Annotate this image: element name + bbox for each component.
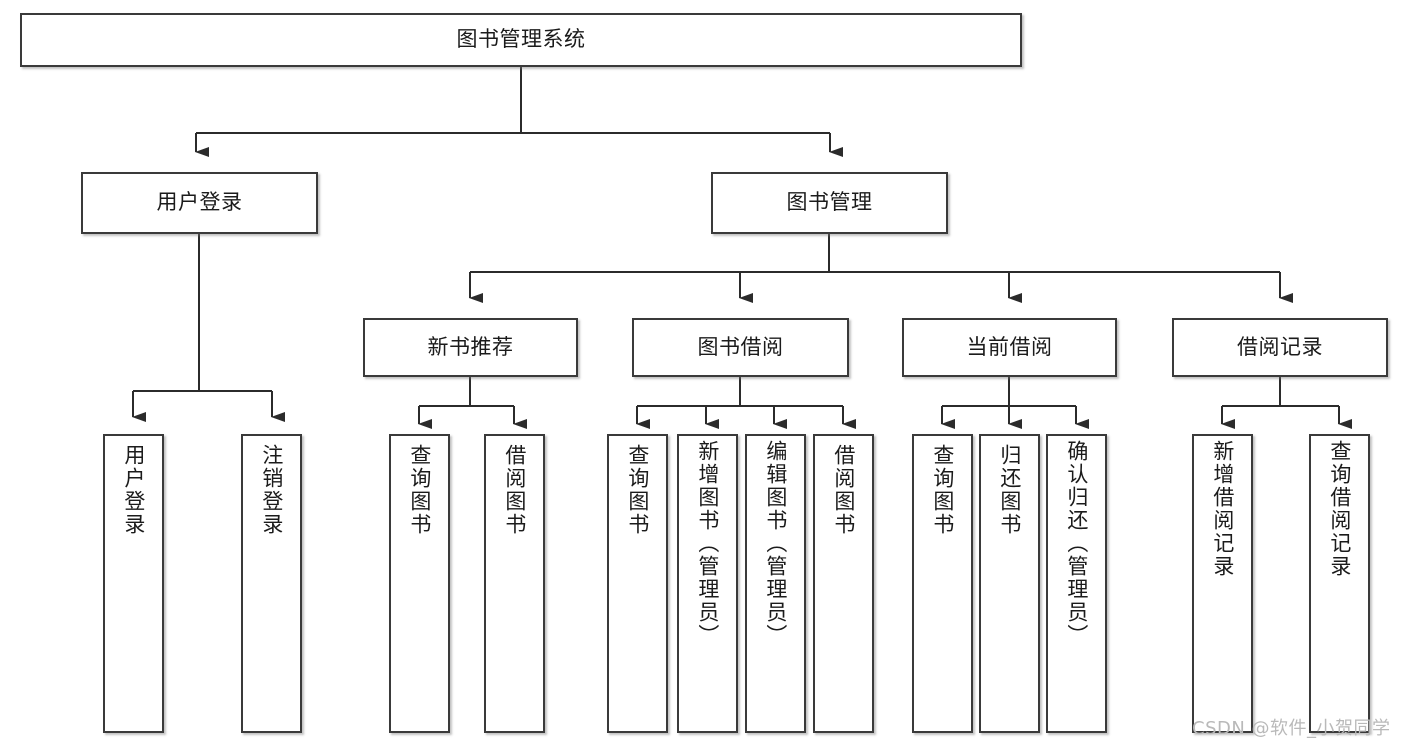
node-leaf-borrow-book-1[interactable]: 借阅图书	[484, 434, 545, 733]
node-leaf-user-login[interactable]: 用户登录	[103, 434, 164, 733]
node-leaf-edit-book-label: 编辑图书（管理员）	[763, 440, 788, 647]
node-current-borrow[interactable]: 当前借阅	[902, 318, 1117, 377]
node-new-book-rec-label: 新书推荐	[427, 334, 514, 359]
node-current-borrow-label: 当前借阅	[966, 334, 1053, 359]
node-leaf-add-book-label: 新增图书（管理员）	[695, 440, 720, 647]
node-user-login-label: 用户登录	[156, 190, 243, 215]
node-new-book-rec[interactable]: 新书推荐	[363, 318, 578, 377]
node-user-login[interactable]: 用户登录	[81, 172, 318, 234]
node-leaf-query-book-3[interactable]: 查询图书	[912, 434, 973, 733]
node-leaf-confirm-return[interactable]: 确认归还（管理员）	[1046, 434, 1107, 733]
node-leaf-add-book[interactable]: 新增图书（管理员）	[677, 434, 738, 733]
node-leaf-add-record-label: 新增借阅记录	[1210, 440, 1235, 578]
watermark-text: CSDN @软件_小贺同学	[1192, 718, 1391, 739]
node-leaf-add-record[interactable]: 新增借阅记录	[1192, 434, 1253, 733]
node-leaf-query-book-1-label: 查询图书	[407, 444, 432, 536]
node-book-manage-label: 图书管理	[786, 190, 873, 215]
node-leaf-query-record[interactable]: 查询借阅记录	[1309, 434, 1370, 733]
node-root[interactable]: 图书管理系统	[20, 13, 1022, 67]
node-leaf-edit-book[interactable]: 编辑图书（管理员）	[745, 434, 806, 733]
node-leaf-confirm-return-label: 确认归还（管理员）	[1064, 440, 1089, 647]
node-leaf-query-book-1[interactable]: 查询图书	[389, 434, 450, 733]
node-leaf-return-book-label: 归还图书	[997, 444, 1022, 536]
node-leaf-user-logout-label: 注销登录	[259, 444, 284, 536]
node-root-label: 图书管理系统	[456, 27, 586, 52]
node-book-manage[interactable]: 图书管理	[711, 172, 948, 234]
node-leaf-user-login-label: 用户登录	[121, 444, 146, 536]
node-leaf-query-book-2-label: 查询图书	[625, 444, 650, 536]
node-leaf-query-book-3-label: 查询图书	[930, 444, 955, 536]
node-leaf-query-record-label: 查询借阅记录	[1327, 440, 1352, 578]
node-borrow-record[interactable]: 借阅记录	[1172, 318, 1388, 377]
node-leaf-return-book[interactable]: 归还图书	[979, 434, 1040, 733]
node-leaf-borrow-book-1-label: 借阅图书	[502, 444, 527, 536]
node-leaf-user-logout[interactable]: 注销登录	[241, 434, 302, 733]
node-leaf-borrow-book-2-label: 借阅图书	[831, 444, 856, 536]
node-borrow-record-label: 借阅记录	[1237, 334, 1323, 359]
node-book-borrow[interactable]: 图书借阅	[632, 318, 849, 377]
node-leaf-query-book-2[interactable]: 查询图书	[607, 434, 668, 733]
node-leaf-borrow-book-2[interactable]: 借阅图书	[813, 434, 874, 733]
node-book-borrow-label: 图书借阅	[697, 334, 784, 359]
